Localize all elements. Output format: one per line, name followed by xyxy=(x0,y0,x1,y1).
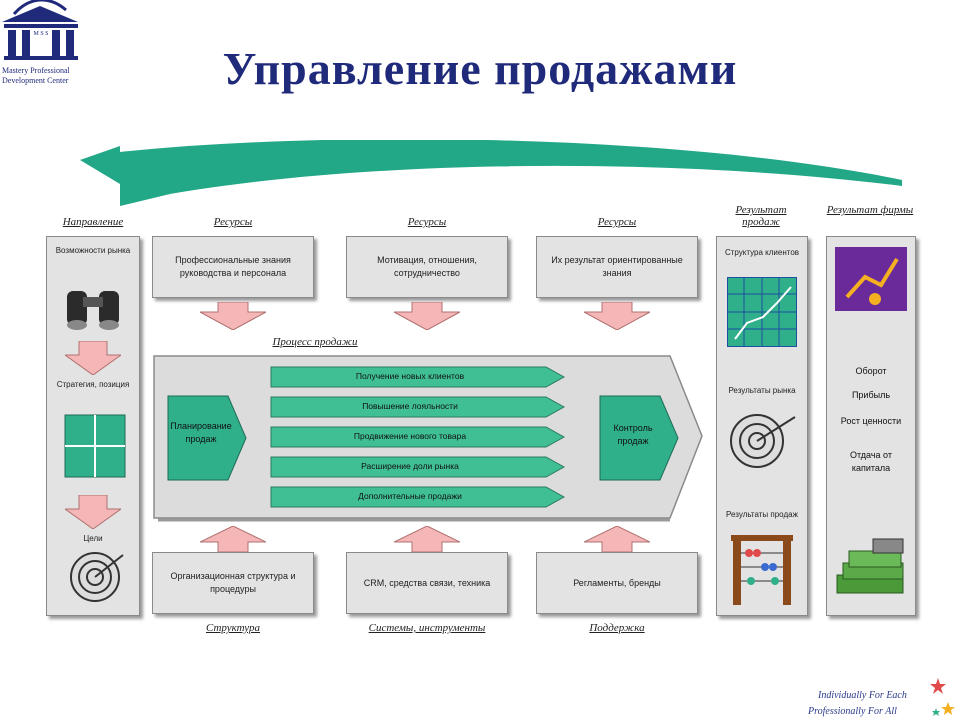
label-structure: Структура xyxy=(205,622,261,634)
result-sales-item-1: Структура клиентов xyxy=(724,248,800,257)
down-arrow-icon xyxy=(65,341,121,375)
label-resources-2: Ресурсы xyxy=(407,216,447,228)
down-arrow-icon xyxy=(394,302,460,330)
control-label: Контроль продаж xyxy=(613,423,653,446)
process-bar-5: Дополнительные продажи xyxy=(270,486,566,508)
direction-item-1: Возможности рынка xyxy=(55,246,131,255)
control-shape xyxy=(599,395,679,481)
result-firm-item-1: Оборот xyxy=(855,366,887,376)
result-firm-item-4: Отдача от капитала xyxy=(849,450,892,473)
logo-letters: M S S xyxy=(33,31,49,37)
footer-line-2: Professionally For All xyxy=(808,706,897,717)
label-direction: Направление xyxy=(62,216,124,228)
support-box-1: Организационная структура и процедуры xyxy=(152,552,314,614)
matrix-icon xyxy=(64,414,126,478)
label-support: Поддержка xyxy=(589,622,645,634)
process-bar-2-label: Повышение лояльности xyxy=(362,401,458,411)
resource-box-1: Профессиональные знания руководства и пе… xyxy=(152,236,314,298)
label-result-sales: Результат продаж xyxy=(735,204,787,228)
down-arrow-icon xyxy=(584,302,650,330)
process-bar-3: Продвижение нового товара xyxy=(270,426,566,448)
result-sales-item-2: Результаты рынка xyxy=(728,386,796,395)
down-arrow-icon xyxy=(200,302,266,330)
process-bar-1: Получение новых клиентов xyxy=(270,366,566,388)
up-arrow-icon xyxy=(584,526,650,552)
label-resources-3: Ресурсы xyxy=(597,216,637,228)
footer-line-1: Individually For Each xyxy=(818,690,907,701)
result-sales-column: Структура клиентов Результаты рынка Резу… xyxy=(716,236,808,616)
logo-line2: Development Center xyxy=(2,76,69,85)
direction-column: Возможности рынка Стратегия, позиция Цел… xyxy=(46,236,140,616)
binoculars-icon xyxy=(67,291,119,330)
swoosh-arrow xyxy=(80,140,902,206)
logo-line1: Mastery Professional xyxy=(2,66,70,75)
process-bar-2: Повышение лояльности xyxy=(270,396,566,418)
direction-item-3: Цели xyxy=(83,534,103,543)
resource-box-2: Мотивация, отношения, сотрудничество xyxy=(346,236,508,298)
result-firm-column: Оборот Прибыль Рост ценности Отдача от к… xyxy=(826,236,916,616)
result-firm-item-2: Прибыль xyxy=(851,390,891,400)
institution-logo-icon xyxy=(2,0,78,60)
logo: M S S Mastery Professional Development C… xyxy=(0,0,82,92)
resource-box-3: Их результат ориентированные знания xyxy=(536,236,698,298)
planning-shape xyxy=(167,395,247,481)
process-bar-4: Расширение доли рынка xyxy=(270,456,566,478)
result-sales-item-3: Результаты продаж xyxy=(726,510,798,519)
grid-chart-icon xyxy=(727,277,797,347)
label-result-firm: Результат фирмы xyxy=(826,204,914,216)
abacus-icon xyxy=(731,535,793,605)
process-bar-3-label: Продвижение нового товара xyxy=(353,431,467,441)
support-box-3: Регламенты, бренды xyxy=(536,552,698,614)
direction-item-2: Стратегия, позиция xyxy=(56,380,130,389)
up-arrow-icon xyxy=(200,526,266,552)
process-bar-4-label: Расширение доли рынка xyxy=(361,461,459,471)
support-box-2: CRM, средства связи, техника xyxy=(346,552,508,614)
label-systems: Системы, инструменты xyxy=(368,622,486,634)
label-resources-1: Ресурсы xyxy=(213,216,253,228)
up-arrow-icon xyxy=(394,526,460,552)
process-bar-5-label: Дополнительные продажи xyxy=(358,491,462,501)
page-title: Управление продажами xyxy=(222,43,738,94)
planning-label: Планирование продаж xyxy=(170,421,232,444)
process-bar-1-label: Получение новых клиентов xyxy=(355,371,465,381)
money-stack-icon xyxy=(836,538,904,594)
stars-decoration-icon xyxy=(930,678,955,716)
down-arrow-icon xyxy=(65,495,121,529)
result-firm-item-3: Рост ценности xyxy=(840,416,902,426)
growth-illustration-icon xyxy=(835,247,907,311)
target-icon xyxy=(730,414,796,468)
target-icon xyxy=(70,552,124,602)
label-process: Процесс продажи xyxy=(272,336,358,348)
